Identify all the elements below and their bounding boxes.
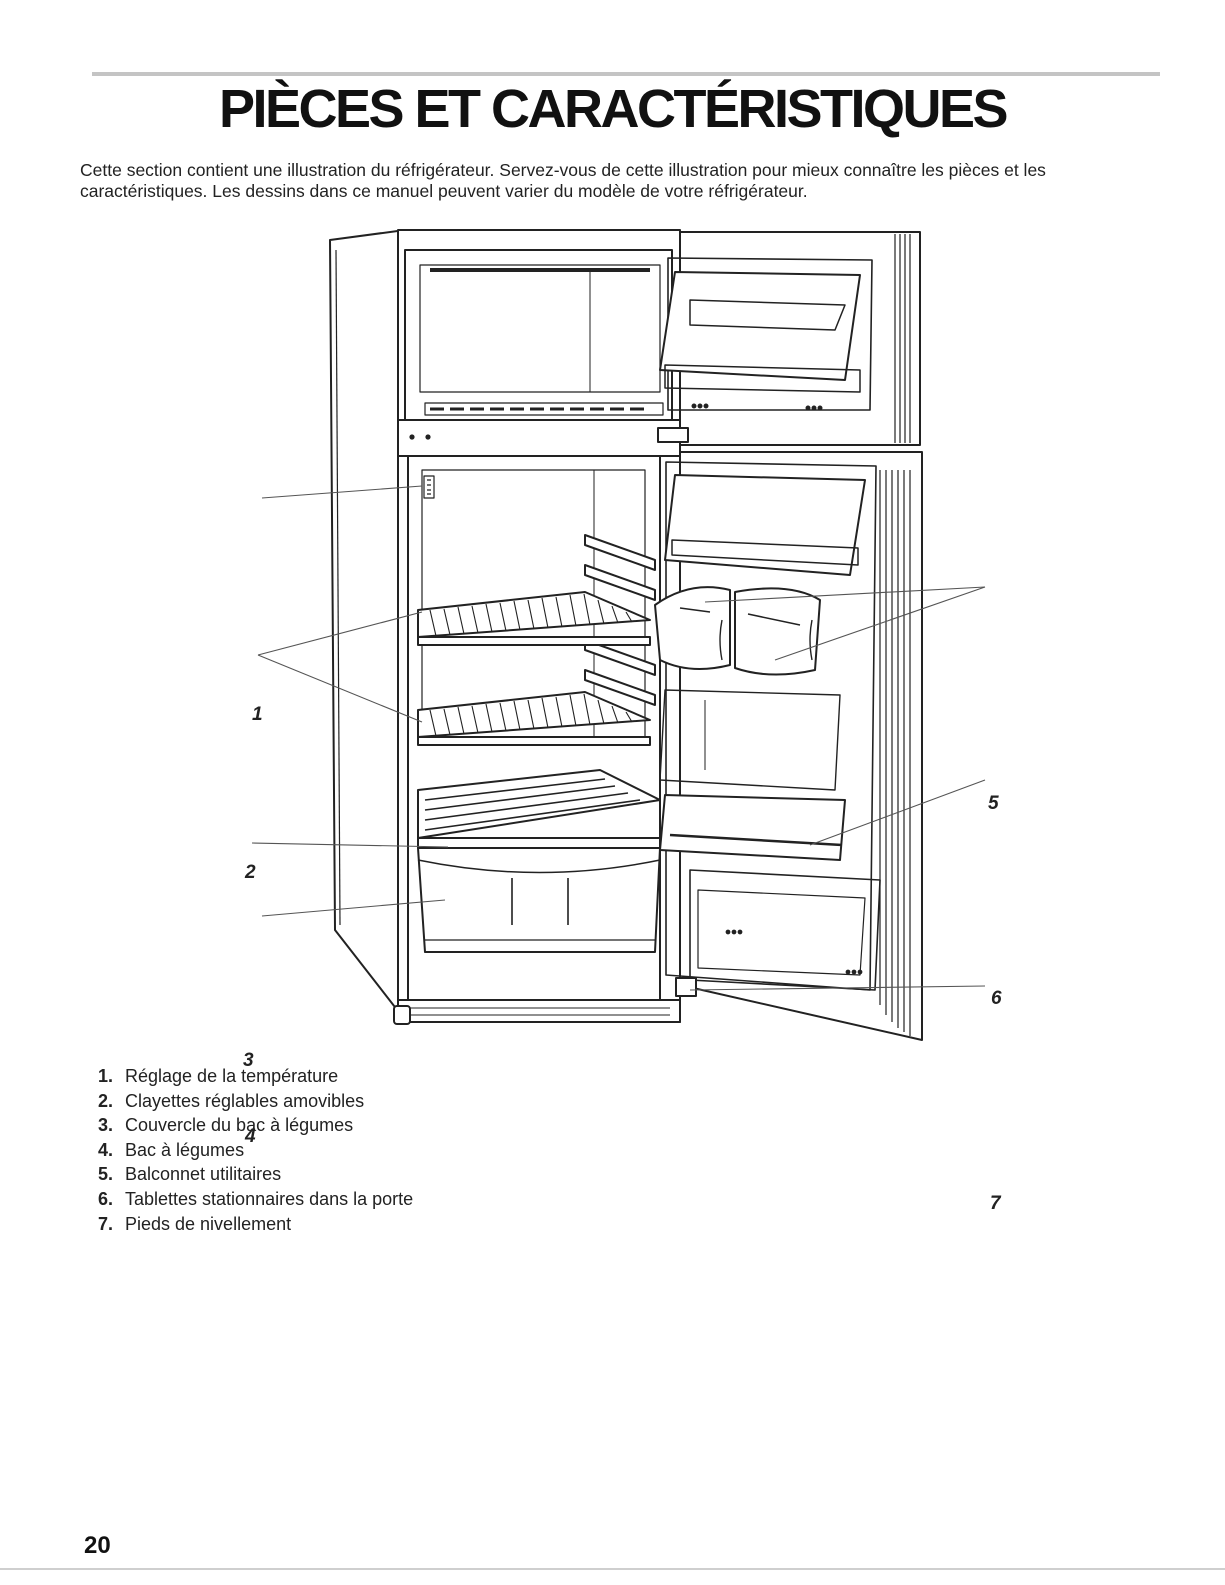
- list-item: 7.Pieds de nivellement: [98, 1213, 292, 1234]
- list-item: 1.Réglage de la température: [98, 1066, 339, 1086]
- callout-6: 6: [991, 988, 1002, 1009]
- callout-5: 5: [988, 793, 999, 814]
- bottom-rule: [0, 1568, 1225, 1570]
- list-item: 5.Balconnet utilitaires: [98, 1164, 282, 1185]
- list-item: 4.Bac à légumes: [98, 1139, 245, 1160]
- callout-4: 4: [245, 1126, 256, 1147]
- refrigerator-drawing: [251, 229, 986, 1041]
- parts-list: 1.Réglage de la température 2.Clayettes …: [98, 1064, 413, 1236]
- list-item-label: Balconnet utilitaires: [125, 1164, 282, 1185]
- list-item-label: Réglage de la température: [125, 1066, 339, 1086]
- page-title: PIÈCES ET CARACTÉRISTIQUES: [218, 79, 1009, 139]
- refrigerator-illustration: 1 2 3 4 5 6 7: [0, 220, 1225, 1214]
- list-item: 2.Clayettes réglables amovibles: [98, 1090, 365, 1111]
- list-item-label: Pieds de nivellement: [125, 1213, 292, 1234]
- intro-paragraph: Cette section contient une illustration …: [80, 160, 1046, 201]
- list-item-label: Tablettes stationnaires dans la porte: [125, 1188, 414, 1209]
- list-item: 6.Tablettes stationnaires dans la porte: [98, 1188, 414, 1209]
- callout-3: 3: [243, 1050, 254, 1071]
- callout-2: 2: [245, 862, 256, 883]
- callout-1: 1: [252, 704, 263, 725]
- list-item-label: Bac à légumes: [125, 1139, 245, 1160]
- page-number: 20: [84, 1532, 111, 1559]
- callout-7: 7: [990, 1193, 1001, 1214]
- top-rule: [92, 72, 1160, 76]
- list-item-label: Couvercle du bac à légumes: [125, 1115, 354, 1136]
- list-item-label: Clayettes réglables amovibles: [125, 1090, 365, 1111]
- list-item: 3.Couvercle du bac à légumes: [98, 1115, 354, 1136]
